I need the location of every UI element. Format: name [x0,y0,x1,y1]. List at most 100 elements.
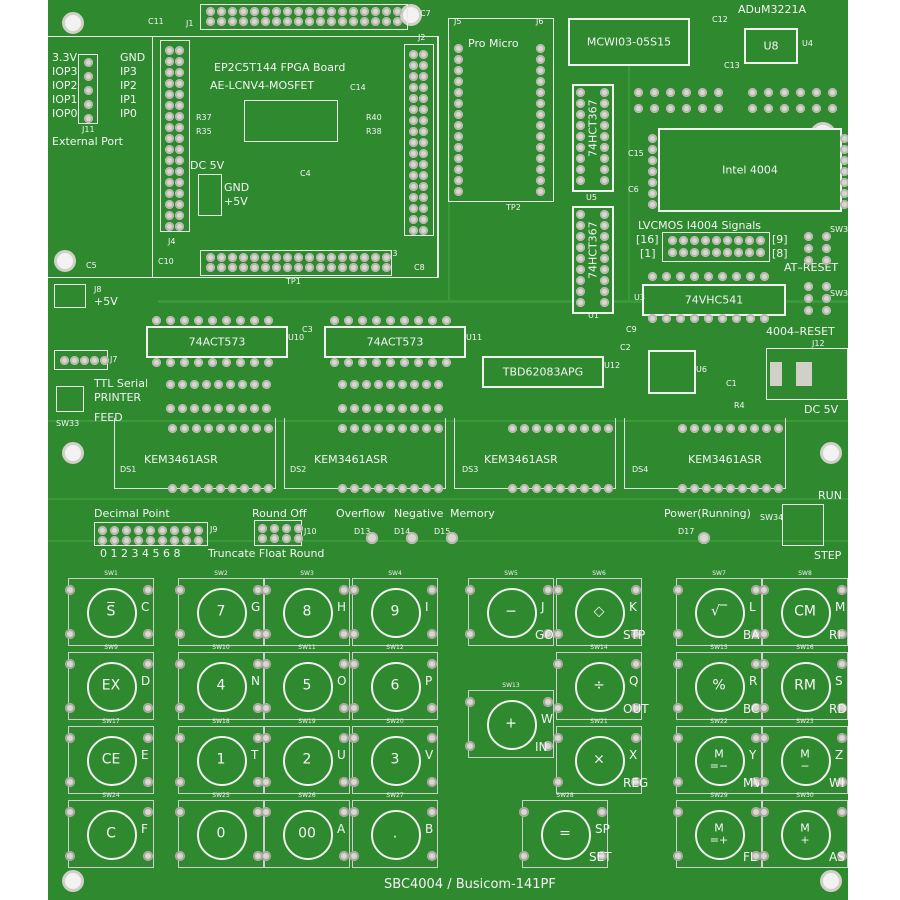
key-letter: V [425,748,434,762]
pin [327,263,336,272]
pin [600,143,609,152]
run-step-switch[interactable] [782,504,824,546]
pin [208,316,217,325]
key-pad [553,585,563,595]
key-pad [673,733,683,743]
pin [762,484,771,493]
d17-ref: D17 [678,527,695,536]
pin [165,156,174,165]
vhc541-chip: 74VHC541 [642,284,786,316]
key-ring [575,662,625,712]
pin [732,314,741,323]
pin [676,272,685,281]
pin [360,7,369,16]
pin [240,484,249,493]
pin [409,226,418,235]
pin [371,263,380,272]
pin [194,316,203,325]
pin [236,316,245,325]
pin [536,110,545,119]
round-off-jumper[interactable] [254,520,302,546]
pin [170,536,179,545]
pin [371,17,380,26]
pin [419,171,428,180]
key-ref: SW6 [592,570,606,577]
ext-label-4: IP0 [120,107,137,120]
pin [382,253,391,262]
key-pad [673,659,683,669]
pin [648,189,657,198]
feed-switch[interactable] [56,386,84,412]
pin [165,57,174,66]
pin [714,484,723,493]
pin [780,104,789,113]
pin [349,253,358,262]
pin [294,7,303,16]
c2-ref: C2 [620,343,631,352]
pin [414,316,423,325]
pin [678,424,687,433]
pin [252,484,261,493]
key-pad [143,851,153,861]
pin [165,145,174,154]
key-sw27[interactable]: SW27.B [349,792,438,868]
key-pad [465,697,475,707]
pin8-label: [8] [772,247,788,260]
dp-digits-label: 0 1 2 3 4 5 6 8 [100,547,181,560]
key-pad [175,703,185,713]
key-ring [781,736,831,786]
pin [349,17,358,26]
ext-pin-4: IOP0 [52,107,78,120]
mounting-hole [400,4,422,26]
key-pad [253,733,263,743]
pin [536,154,545,163]
c11-ref: C11 [148,17,164,26]
r40-ref: R40 [366,113,382,122]
pin [175,222,184,231]
pin [316,253,325,262]
key-pad [339,777,349,787]
pin [508,424,517,433]
pin [168,484,177,493]
pin [175,134,184,143]
pin [600,132,609,141]
decimal-point-jumper[interactable] [94,522,208,546]
key-pad [143,733,153,743]
pin [262,380,271,389]
pin [178,404,187,413]
pin [338,404,347,413]
tbd62083-chip: TBD62083APG [482,356,604,388]
pin [576,221,585,230]
pin [419,94,428,103]
trace [158,300,848,303]
